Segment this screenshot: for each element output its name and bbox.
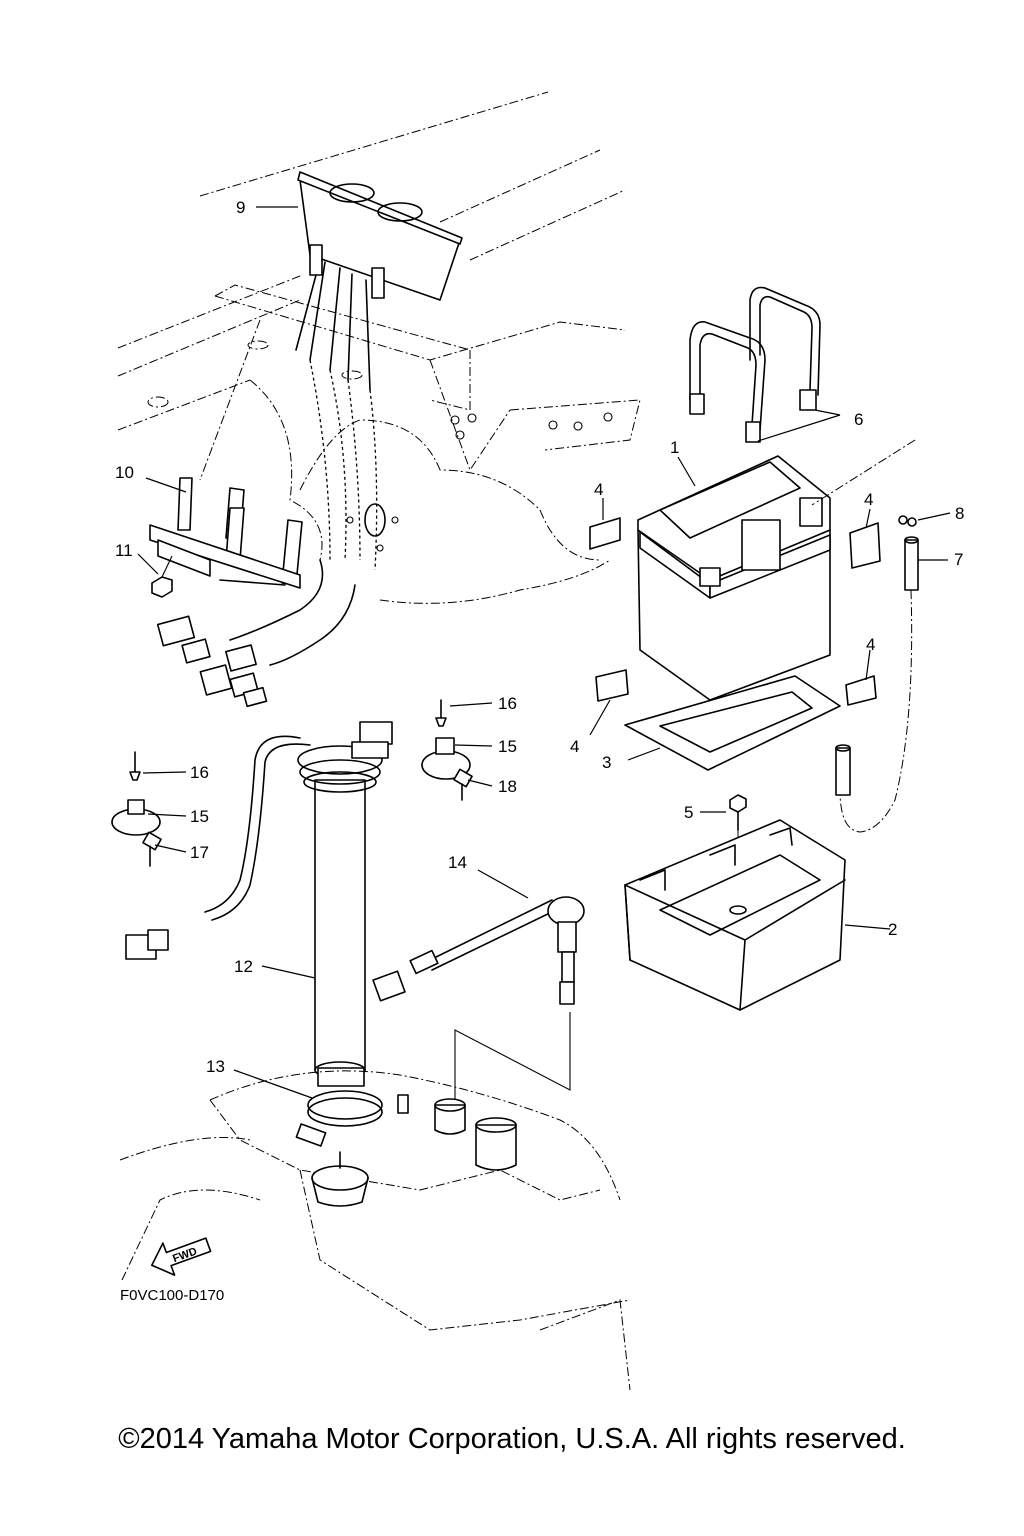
callout-11: 11 [115,541,133,560]
copyright-notice: ©2014 Yamaha Motor Corporation, U.S.A. A… [118,1423,906,1455]
callout-4c: 4 [866,635,875,654]
leader-lines [137,206,951,1099]
callout-8: 8 [955,504,964,523]
part-9-meter-panel [295,171,463,571]
part-6-battery-bands [689,286,821,443]
callout-labels: 9 10 11 1 4 4 4 4 3 5 2 6 7 8 16 15 18 1… [115,198,964,1076]
callout-4d: 4 [570,737,579,756]
fwd-label: FWD [171,1245,199,1265]
callout-9: 9 [236,198,245,217]
callout-1: 1 [670,438,679,457]
callout-18: 18 [498,777,517,796]
callout-5: 5 [684,803,693,822]
fwd-arrow-icon: FWD [151,1237,212,1276]
wire-harness [156,559,356,708]
callout-4b: 4 [864,490,873,509]
part-3-battery-pad [624,675,841,771]
diagram-code: F0VC100-D170 [120,1287,224,1304]
callout-17: 17 [190,843,209,862]
part-8-hose-clip [898,515,917,527]
callout-3: 3 [602,753,611,772]
callout-6: 6 [854,410,863,429]
callout-16b: 16 [190,763,209,782]
callout-4a: 4 [594,480,603,499]
callout-14: 14 [448,853,467,872]
fuel-tank-area [119,1070,631,1391]
part-12-fuel-sender [125,721,393,1087]
clip-set-left [111,751,162,867]
callout-15b: 15 [190,807,209,826]
clip-set-right [421,699,473,801]
part-11-nut [151,555,173,598]
callout-12: 12 [234,957,253,976]
part-2-battery-box [624,819,846,1011]
part-14-level-sensor [372,896,585,1100]
part-7-vent-hose [811,439,919,833]
callout-7: 7 [954,550,963,569]
callout-16a: 16 [498,694,517,713]
callout-10: 10 [115,463,134,482]
part-4-pads [589,517,881,706]
callout-13: 13 [206,1057,225,1076]
hull-outline [117,91,641,604]
callout-15a: 15 [498,737,517,756]
part-10-bracket [149,319,303,589]
callout-2: 2 [888,920,897,939]
part-1-battery [637,455,831,701]
